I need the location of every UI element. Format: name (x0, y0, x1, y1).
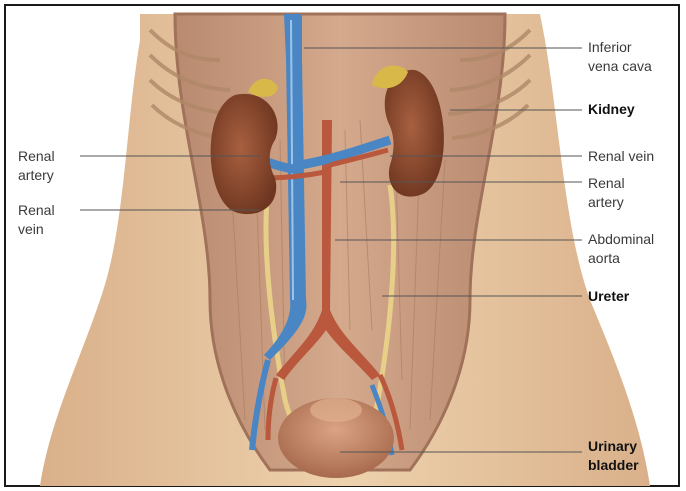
label-inferior-vena-cava: Inferior vena cava (588, 38, 652, 76)
label-urinary-bladder: Urinary bladder (588, 437, 639, 475)
label-abdominal-aorta: Abdominal aorta (588, 230, 654, 268)
kidney-left-shape (211, 94, 278, 214)
label-renal-artery-left: Renal artery (18, 147, 55, 185)
label-kidney: Kidney (588, 100, 635, 119)
label-renal-vein-left: Renal vein (18, 201, 55, 239)
label-ureter: Ureter (588, 287, 629, 306)
label-renal-artery-right: Renal artery (588, 174, 625, 212)
label-renal-vein-right: Renal vein (588, 147, 654, 166)
